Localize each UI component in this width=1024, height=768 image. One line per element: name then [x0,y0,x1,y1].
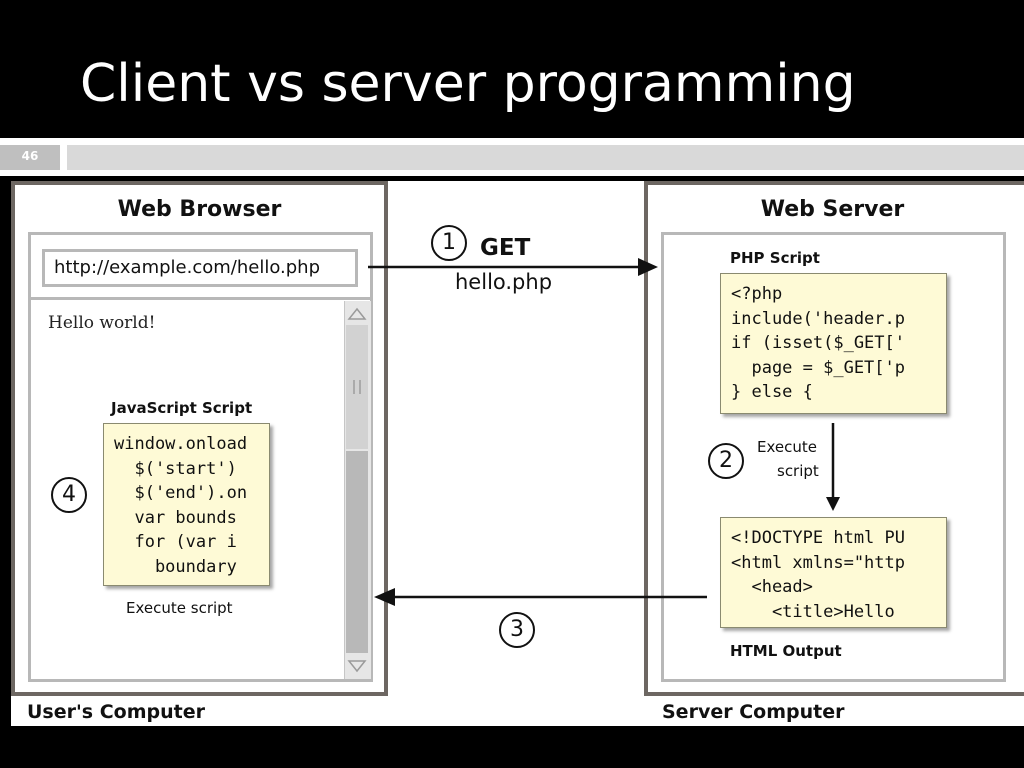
scrollbar-thumb[interactable] [346,325,368,449]
javascript-code-line: $('start') [114,458,237,479]
step-2-badge: 2 [708,443,744,479]
php-code-line: <?php [731,284,783,304]
javascript-code-box: window.onload $('start') $('end').on var… [103,423,270,586]
browser-toolbar-divider [31,297,370,300]
client-server-diagram: Web Browser http://example.com/hello.php… [11,181,1024,726]
address-bar[interactable]: http://example.com/hello.php [42,249,358,287]
scroll-down-arrow-icon[interactable] [346,657,368,675]
scroll-up-arrow-icon[interactable] [346,305,368,323]
slide-title: Client vs server programming [80,54,856,114]
javascript-code-line: boundary [114,556,237,577]
html-code-line: <title>Hello [731,601,895,622]
get-method-label: GET [480,235,531,261]
html-output-code-box: <!DOCTYPE html PU <html xmlns="http <head… [720,517,947,628]
web-server-heading: Web Server [760,197,905,222]
html-code-line: <html xmlns="http [731,552,905,573]
html-code-line: <link rel=" [731,624,946,627]
web-browser-heading: Web Browser [117,197,282,222]
request-file-label: hello.php [455,270,553,294]
html-code-line: <!DOCTYPE html PU [731,528,905,548]
php-code-line: if (isset($_GET[' [731,333,905,353]
javascript-script-label: JavaScript Script [111,399,253,417]
scrollbar-grip-icon [353,380,361,394]
javascript-code-line: for (var i [114,532,237,552]
response-arrow [374,588,707,606]
step-3-badge: 3 [499,612,535,648]
execute-script-label: Execute script [126,599,233,617]
scrollbar-lower-track [346,451,368,653]
php-script-label: PHP Script [730,249,820,267]
page-content-text: Hello world! [48,313,156,333]
php-code-line: } else { [731,382,813,402]
slide-progress-bar [67,145,1024,170]
javascript-code-line: window.onload [114,434,248,454]
server-execute-label-line2: script [777,462,819,480]
request-arrow [368,258,658,276]
slide-number: 46 [21,149,39,163]
php-code-line: include('header.p [731,308,905,329]
server-computer-label: Server Computer [662,701,845,723]
php-code-line: page = $_GET['p [731,357,905,378]
html-output-label: HTML Output [730,642,842,660]
server-execute-label-line1: Execute [757,438,817,456]
users-computer-label: User's Computer [27,701,205,723]
step-4-badge: 4 [51,477,87,513]
slide-number-box [0,145,60,170]
step-1-badge: 1 [431,225,467,261]
html-code-line: <head> [731,577,813,597]
execute-arrow [826,423,840,511]
javascript-code-line: $('end').on [114,483,248,503]
javascript-code-line: var bounds [114,507,237,528]
